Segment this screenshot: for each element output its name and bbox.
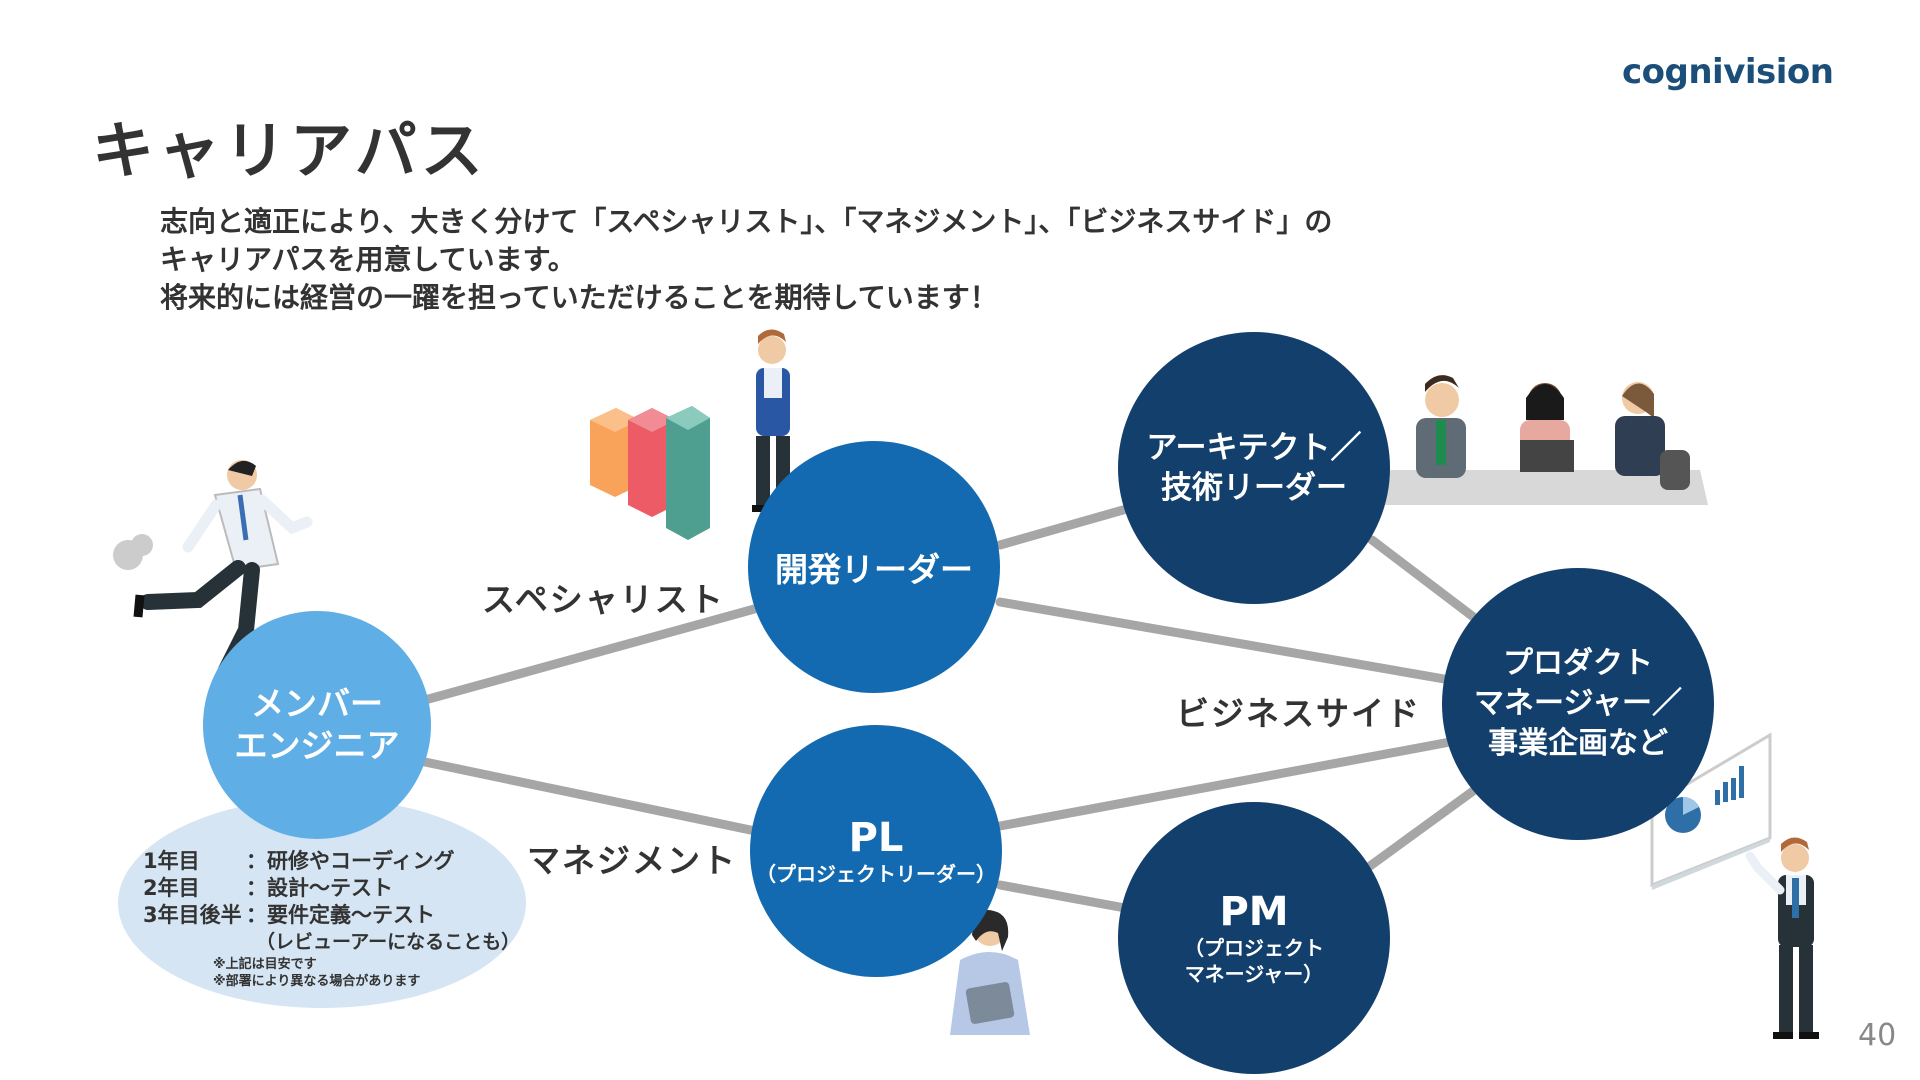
connector-pm-prod bbox=[1365, 781, 1485, 871]
info-note-1: ※上記は目安です bbox=[213, 957, 317, 972]
info-row-3-extra: （レビューアーになることも） bbox=[256, 931, 521, 953]
node-pm-sub-2: マネージャー） bbox=[1184, 962, 1324, 986]
info-row-value: ：研修やコーディング bbox=[246, 849, 455, 873]
node-dev-leader-label: 開発リーダー bbox=[775, 550, 973, 589]
track-label-business: ビジネスサイド bbox=[1176, 694, 1421, 733]
intro-line-3: 将来的には経営の一躍を担っていただけることを期待しています！ bbox=[160, 281, 998, 314]
node-architect: アーキテクト／ 技術リーダー bbox=[1118, 332, 1390, 604]
info-row-key: 2年目 bbox=[143, 876, 200, 900]
node-product-manager: プロダクト マネージャー／ 事業企画など bbox=[1442, 568, 1714, 840]
connector-dev-arch bbox=[995, 503, 1135, 550]
info-row-3: 3年目後半 ：要件定義〜テスト bbox=[143, 902, 520, 929]
node-product-line-3: 事業企画など bbox=[1488, 726, 1668, 761]
node-pl-title: PL bbox=[848, 815, 904, 861]
company-logo: cognivision bbox=[1622, 52, 1834, 92]
connector-pl-pm bbox=[995, 880, 1130, 913]
presentation-board-icon bbox=[1650, 732, 1772, 890]
intro-text: 志向と適正により、大きく分けて「スペシャリスト」、「マネジメント」、「ビジネスサ… bbox=[160, 203, 1332, 317]
node-dev-leader: 開発リーダー bbox=[748, 441, 1000, 693]
node-product-line-1: プロダクト bbox=[1503, 646, 1653, 681]
page-title: キャリアパス bbox=[92, 114, 487, 187]
node-member-line-2: エンジニア bbox=[234, 726, 400, 765]
standing-man-icon bbox=[752, 329, 794, 512]
info-row-key: 1年目 bbox=[143, 849, 200, 873]
node-architect-line-1: アーキテクト／ bbox=[1146, 430, 1362, 466]
info-row-value: ：設計〜テスト bbox=[246, 876, 393, 900]
node-pm-title: PM bbox=[1219, 889, 1289, 935]
bar-chart-blocks-icon bbox=[590, 406, 710, 540]
intro-line-2: キャリアパスを用意しています。 bbox=[160, 243, 576, 276]
connector-dev-prod bbox=[995, 597, 1455, 685]
meeting-group-icon bbox=[1385, 375, 1708, 505]
node-pl-sub: （プロジェクトリーダー） bbox=[756, 862, 996, 886]
node-pm-sub-1: （プロジェクト bbox=[1184, 936, 1324, 960]
member-info: 1年目 ：研修やコーディング 2年目 ：設計〜テスト 3年目後半 ：要件定義〜テ… bbox=[143, 848, 520, 990]
info-row-value: ：要件定義〜テスト bbox=[246, 903, 435, 927]
node-pl: PL （プロジェクトリーダー） bbox=[750, 725, 1002, 977]
info-note-2: ※部署により異なる場合があります bbox=[213, 974, 421, 989]
node-product-line-2: マネージャー／ bbox=[1474, 686, 1682, 721]
intro-line-1: 志向と適正により、大きく分けて「スペシャリスト」、「マネジメント」、「ビジネスサ… bbox=[160, 205, 1333, 238]
node-pm: PM （プロジェクト マネージャー） bbox=[1118, 802, 1390, 1074]
presenter-man-icon bbox=[1745, 837, 1819, 1039]
page-number: 40 bbox=[1858, 1018, 1897, 1053]
track-label-management: マネジメント bbox=[527, 841, 737, 880]
node-member-line-1: メンバー bbox=[251, 684, 383, 723]
track-label-specialist: スペシャリスト bbox=[482, 580, 725, 619]
node-architect-line-2: 技術リーダー bbox=[1161, 470, 1347, 506]
connector-member-pl bbox=[420, 757, 765, 837]
info-row-1: 1年目 ：研修やコーディング bbox=[143, 848, 520, 875]
info-row-2: 2年目 ：設計〜テスト bbox=[143, 875, 520, 902]
node-member-engineer: メンバー エンジニア bbox=[203, 611, 431, 839]
info-row-key: 3年目後半 bbox=[143, 903, 242, 927]
connector-arch-prod bbox=[1367, 535, 1485, 627]
connector-pl-prod bbox=[995, 737, 1455, 831]
connector-member-dev bbox=[420, 603, 763, 705]
